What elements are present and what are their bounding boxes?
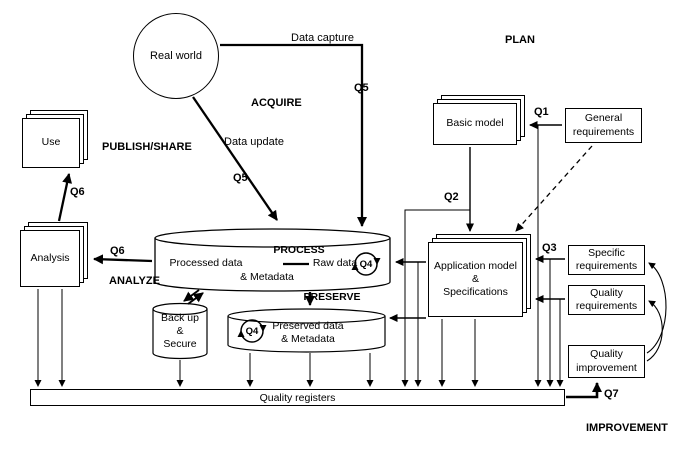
raw-data-label: Raw data [312,257,358,269]
arrows [34,43,667,399]
arrow-backup-out [183,289,200,302]
data-update-label: Data update [224,136,284,148]
arrow-backup-in [187,292,204,305]
processed-data-label: Processed data [169,257,243,269]
q4-cycle-process-top [354,252,381,265]
analysis-box: Analysis [20,222,88,287]
analysis-label: Analysis [30,251,70,264]
arrow-improvement-to-qualityreq [646,300,663,362]
arrow-q6-process-to-analysis [93,254,153,265]
q5-capture-label: Q5 [354,82,369,94]
quality-registers-label: Quality registers [259,391,336,404]
quality-requirements-box: Quality requirements [568,285,645,315]
line-q2-branch-registers [401,209,470,387]
arrow-improvement-to-specific [646,262,667,354]
metadata-label: & Metadata [240,271,294,283]
application-model-label-line1: Application model [434,259,517,272]
real-world-label: Real world [150,50,202,62]
backup-line2: & [176,325,184,337]
application-model-label-line2: & [471,272,479,285]
arrow-general-to-application-dashed [515,145,593,232]
q4-cycle-process-bottom [351,263,378,276]
q2-label: Q2 [444,191,459,203]
publish-share-phase-label: PUBLISH/SHARE [102,141,192,153]
q5-update-label: Q5 [233,172,248,184]
q4-cycle-preserved-bottom [237,330,264,343]
application-model-label-line3: Specifications [443,286,508,299]
analyze-phase-label: ANALYZE [109,275,160,287]
quality-registers-bar: Quality registers [30,389,565,406]
q6-analysis-label: Q6 [110,245,125,257]
real-world-node: Real world [133,13,219,99]
q4-badge-preserved: Q4 [245,325,259,337]
quality-improvement-label: Quality improvement [576,348,637,374]
backup-cylinder [152,302,208,360]
preserved-data-line2: & Metadata [281,333,335,345]
q4-cycle-preserved-top [240,319,267,332]
use-label: Use [41,136,61,149]
backup-label: Back up & Secure [156,312,204,351]
application-model-box: Application model & Specifications [428,234,531,317]
preserve-step-label: PRESERVE [303,291,361,303]
arrow-data-capture [220,43,367,227]
data-capture-label: Data capture [291,32,354,44]
backup-line3: Secure [163,338,197,350]
general-requirements-label: General requirements [572,112,635,138]
q3-label: Q3 [542,242,557,254]
general-requirements-box: General requirements [565,108,642,143]
arrow-q6-analysis-to-use [57,173,73,222]
process-datastore-cylinder [154,228,391,292]
basic-model-label: Basic model [446,117,504,130]
preserved-data-line1: Preserved data [272,320,344,332]
q6-use-label: Q6 [70,186,85,198]
backup-line1: Back up [161,312,199,324]
specific-requirements-label: Specific requirements [575,246,638,272]
basic-model-box: Basic model [433,95,525,145]
arrow-data-update [192,96,278,221]
use-box: Use [22,110,88,168]
q7-label: Q7 [604,388,619,400]
quality-improvement-box: Quality improvement [568,345,645,378]
quality-requirements-label: Quality requirements [575,286,638,312]
q1-label: Q1 [534,106,549,118]
preserved-datastore-cylinder [227,308,386,353]
plan-phase-label: PLAN [505,34,535,46]
acquire-phase-label: ACQUIRE [251,97,302,109]
arrow-q7-registers-to-improvement [566,382,602,399]
process-step-label: PROCESS [273,244,325,256]
preserved-data-label: Preserved data & Metadata [258,320,358,346]
improvement-phase-label: IMPROVEMENT [586,422,668,434]
specific-requirements-box: Specific requirements [568,245,645,275]
q4-badge-process: Q4 [359,258,373,270]
